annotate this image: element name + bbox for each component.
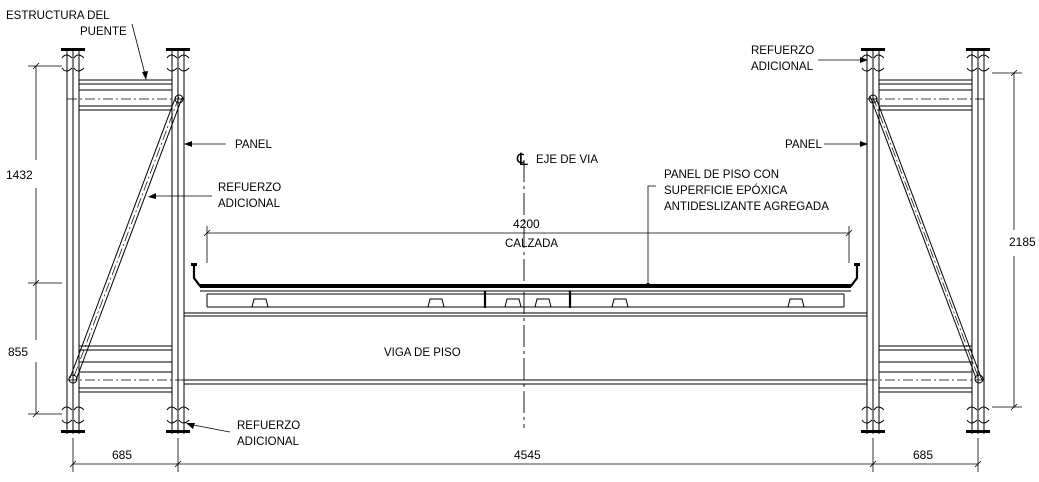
calzada-label: CALZADA xyxy=(505,238,558,250)
dimension-685-left: 685 xyxy=(112,448,132,462)
refuerzo-top-right-leader xyxy=(818,57,868,63)
panel-left-label: PANEL xyxy=(235,139,272,151)
estructura-del-puente-line2: PUENTE xyxy=(80,26,127,38)
panel-right-label: PANEL xyxy=(785,139,822,151)
refuerzo-adicional-top-right-line2: ADICIONAL xyxy=(751,61,814,73)
refuerzo-left-mid-leader xyxy=(148,193,212,199)
left-truss-panel xyxy=(61,48,190,434)
panel-piso-leader xyxy=(646,185,656,287)
dimension-685-right: 685 xyxy=(913,448,933,462)
refuerzo-adicional-left-line2: ADICIONAL xyxy=(218,198,281,210)
panel-de-piso-line3: ANTIDESLIZANTE AGREGADA xyxy=(664,201,829,213)
refuerzo-adicional-top-right-line1: REFUERZO xyxy=(751,45,814,57)
right-truss-panel xyxy=(861,48,990,434)
refuerzo-adicional-left-line1: REFUERZO xyxy=(218,182,281,194)
bottom-horizontal-dimension xyxy=(69,438,982,472)
panel-right-leader xyxy=(824,141,868,147)
deck-panel xyxy=(191,263,860,308)
left-vertical-dimension xyxy=(28,62,62,418)
dimension-2185: 2185 xyxy=(1009,235,1036,249)
viga-de-piso-label: VIGA DE PISO xyxy=(384,347,461,359)
refuerzo-bottom-leader xyxy=(186,423,231,433)
dimension-4200: 4200 xyxy=(513,217,540,231)
panel-de-piso-line2: SUPERFICIE EPÓXICA xyxy=(664,184,788,197)
refuerzo-adicional-bottom-line2: ADICIONAL xyxy=(237,436,300,448)
right-vertical-dimension xyxy=(992,69,1022,411)
eje-de-via-label: EJE DE VIA xyxy=(536,154,598,166)
panel-left-leader xyxy=(184,141,226,147)
estructura-del-puente-line1: ESTRUCTURA DEL xyxy=(6,10,110,22)
panel-de-piso-line1: PANEL DE PISO CON xyxy=(664,169,779,181)
dimension-4545: 4545 xyxy=(514,448,541,462)
calzada-dimension xyxy=(203,226,853,263)
dimension-855: 855 xyxy=(8,345,28,359)
floor-beam xyxy=(184,312,867,385)
dimension-1432: 1432 xyxy=(6,168,33,182)
estructura-leader xyxy=(131,23,148,80)
refuerzo-adicional-bottom-line1: REFUERZO xyxy=(237,420,300,432)
centerline-symbol: ℄ xyxy=(516,150,528,170)
